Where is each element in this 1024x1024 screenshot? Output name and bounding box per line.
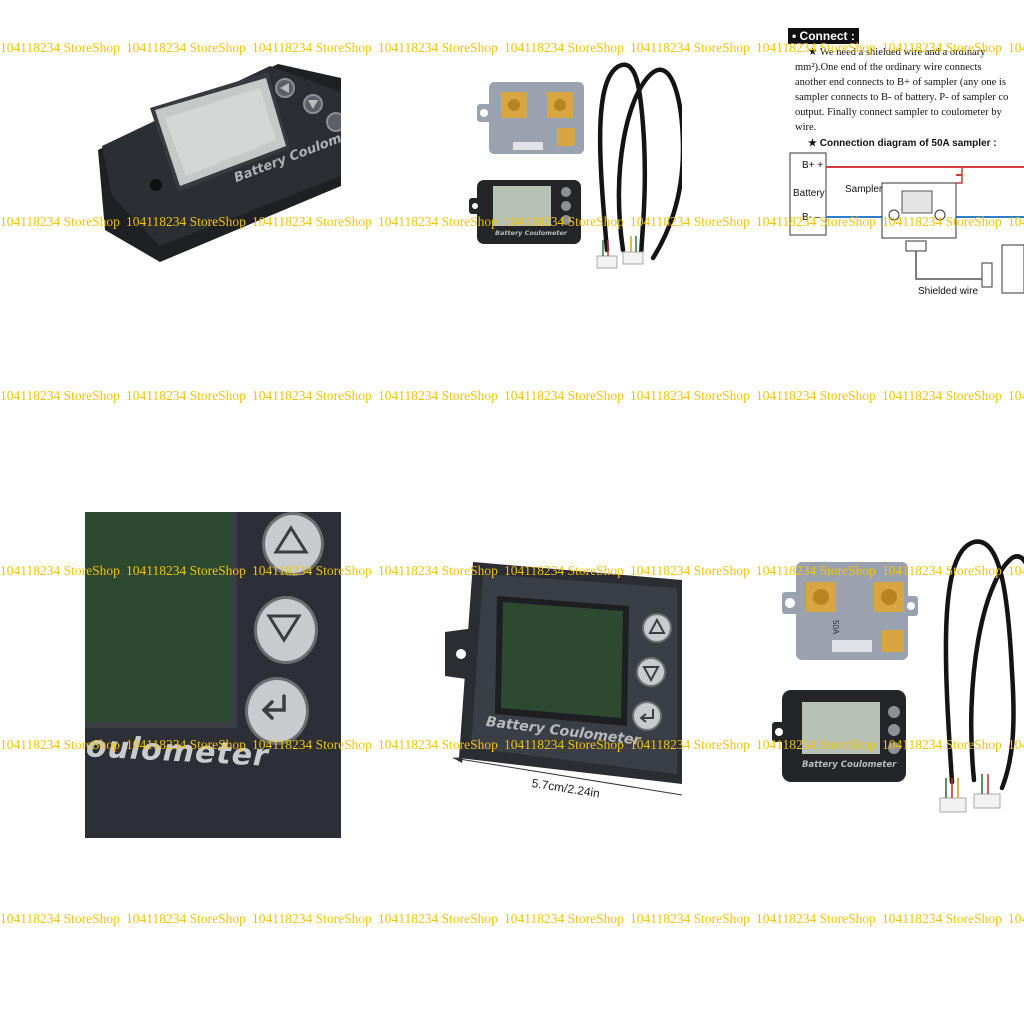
device-dimension-illustration (445, 562, 682, 796)
connection-diagram (789, 152, 1024, 294)
device-angled-illustration (98, 64, 341, 262)
watermark-text: 104118234 StoreShop (126, 388, 246, 403)
connect-line-6: wire. (795, 122, 817, 133)
label-sampler: Sampler (845, 184, 883, 195)
watermark-text: 104118234 StoreShop (504, 911, 624, 926)
up-arrow-icon (273, 525, 309, 554)
watermark-text: 104118234 StoreShop (882, 911, 1002, 926)
up-button (262, 512, 324, 576)
watermark-text: 104118234 StoreShop (0, 911, 120, 926)
watermark-text: 104118234 StoreShop (756, 388, 876, 403)
heading-bullet: • (792, 29, 800, 43)
connect-line-4: sampler connects to B- of battery. P- of… (795, 92, 1009, 103)
watermark-text: 104118234 StoreShop (1008, 388, 1024, 403)
diagram-title: ★ Connection diagram of 50A sampler : (808, 138, 997, 149)
connect-line-2: mm²).One end of the ordinary wire connec… (795, 62, 982, 73)
watermark-text: 104118234 StoreShop (378, 388, 498, 403)
kit-bottom-illustration (772, 539, 1024, 813)
kit-bottom-device-label: Battery Coulometer (802, 760, 897, 770)
watermark-text: 104118234 StoreShop (504, 388, 624, 403)
watermark-text: 104118234 StoreShop (630, 911, 750, 926)
connect-heading: • Connect : (788, 28, 859, 44)
watermark-text: 104118234 StoreShop (126, 911, 246, 926)
watermark-text: 104118234 StoreShop (882, 388, 1002, 403)
watermark-row-3: 104118234 StoreShop 104118234 StoreShop 10… (0, 388, 1024, 408)
photo-buttons-closeup: oulometer (0, 512, 341, 842)
kit-illustration (469, 62, 682, 269)
enter-arrow-icon (261, 694, 286, 720)
sampler-rating: 50A (831, 620, 840, 635)
label-b-minus: B- – (802, 212, 821, 223)
label-shielded-wire: Shielded wire (918, 286, 979, 297)
watermark-text: 104118234 StoreShop (1008, 911, 1024, 926)
photo-kit-top: Battery Coulometer (341, 0, 682, 341)
down-arrow-icon (266, 614, 302, 643)
photo-device-dimension: Battery Coulometer 5.7cm/2.24in (341, 512, 682, 842)
down-button (254, 596, 318, 664)
connect-line-5: output. Finally connect sampler to coulo… (795, 107, 1002, 118)
label-b-plus: B+ + (802, 160, 824, 171)
connect-line-1: ★ We need a shielded wire and a ordinary (808, 47, 986, 58)
label-battery: Battery (793, 188, 825, 199)
connect-line-3: another end connects to B+ of sampler (a… (795, 77, 1006, 88)
watermark-text: 104118234 StoreShop (0, 388, 120, 403)
photo-kit-bottom: 50A Battery Coulometer (682, 512, 1024, 842)
lcd-screen (85, 512, 237, 728)
photo-device-angled: Battery Coulometer (0, 0, 341, 341)
watermark-text: 104118234 StoreShop (252, 911, 372, 926)
watermark-text: 104118234 StoreShop (630, 388, 750, 403)
watermark-text: 104118234 StoreShop (378, 911, 498, 926)
watermark-text: 104118234 StoreShop (252, 388, 372, 403)
connect-instructions: • Connect : (682, 0, 1024, 341)
kit-device-label: Battery Coulometer (495, 229, 568, 237)
watermark-text: 104118234 StoreShop (756, 911, 876, 926)
watermark-row-6: 104118234 StoreShop 104118234 StoreShop 10… (0, 911, 1024, 931)
